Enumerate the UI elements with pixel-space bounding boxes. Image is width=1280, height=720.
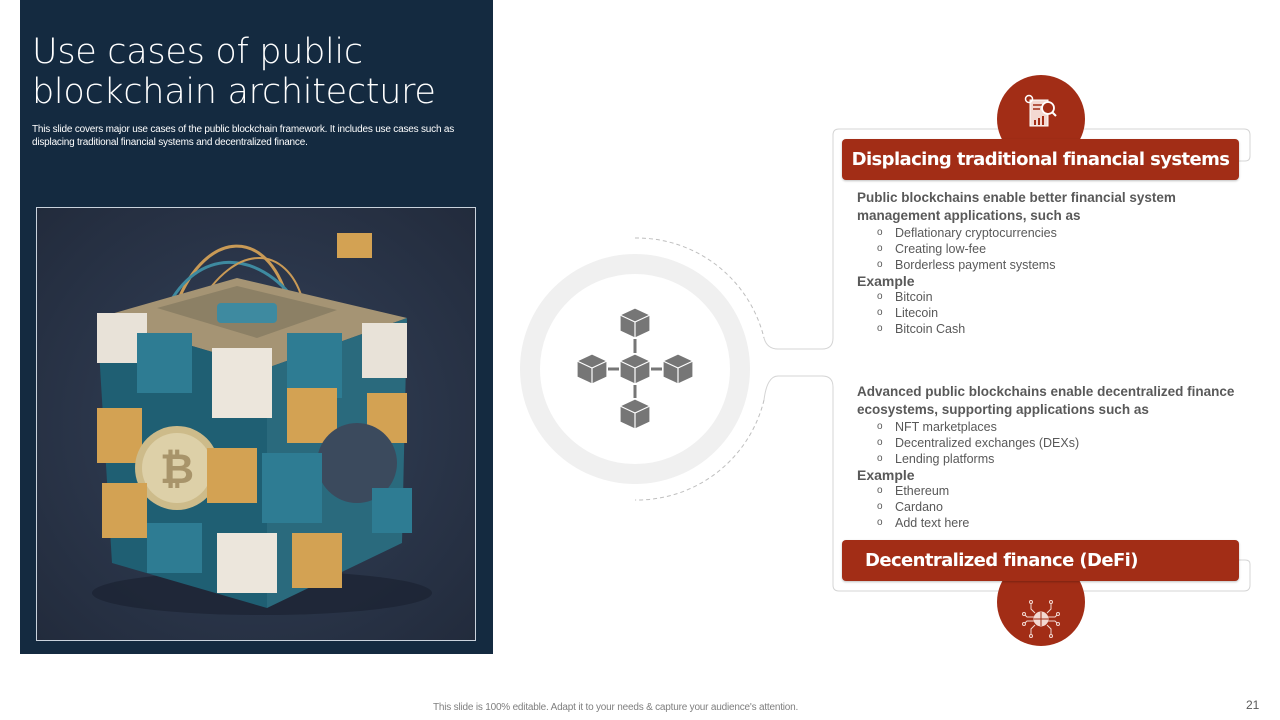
title-line-1: Use cases of public	[32, 32, 363, 72]
title-panel: Use cases of public blockchain architect…	[20, 0, 493, 654]
footer-note: This slide is 100% editable. Adapt it to…	[433, 702, 799, 713]
svg-text:₿: ₿	[160, 444, 194, 493]
card-2-example-label: Example	[857, 467, 915, 483]
blockchain-cube-image: ₿	[36, 207, 476, 641]
page-number: 21	[1246, 698, 1260, 712]
center-ring	[520, 254, 750, 484]
card-1-heading-text: Displacing traditional financial systems	[851, 149, 1230, 170]
blockchain-network-icon	[576, 308, 694, 430]
card-2-content: Advanced public blockchains enable decen…	[857, 383, 1247, 531]
dashed-arc-bottom	[634, 399, 765, 501]
card-2-lead: Advanced public blockchains enable decen…	[857, 384, 1235, 417]
card-1-content: Public blockchains enable better financi…	[857, 189, 1242, 337]
card-2-heading-text: Decentralized finance (DeFi)	[865, 550, 1138, 571]
global-network-icon	[1022, 600, 1060, 638]
dashed-arc-top	[634, 237, 765, 339]
slide-title: Use cases of public blockchain architect…	[32, 32, 492, 112]
slide-subtitle: This slide covers major use cases of the…	[32, 124, 455, 148]
blockchain-cube-illustration: ₿	[92, 233, 432, 615]
financial-report-icon	[1024, 94, 1057, 127]
title-line-2: blockchain architecture	[32, 72, 436, 112]
card-2-heading: Decentralized finance (DeFi)	[842, 540, 1239, 581]
card-1-heading: Displacing traditional financial systems	[842, 139, 1239, 180]
card-1-example-label: Example	[857, 273, 915, 289]
card-1-lead: Public blockchains enable better financi…	[857, 190, 1176, 223]
